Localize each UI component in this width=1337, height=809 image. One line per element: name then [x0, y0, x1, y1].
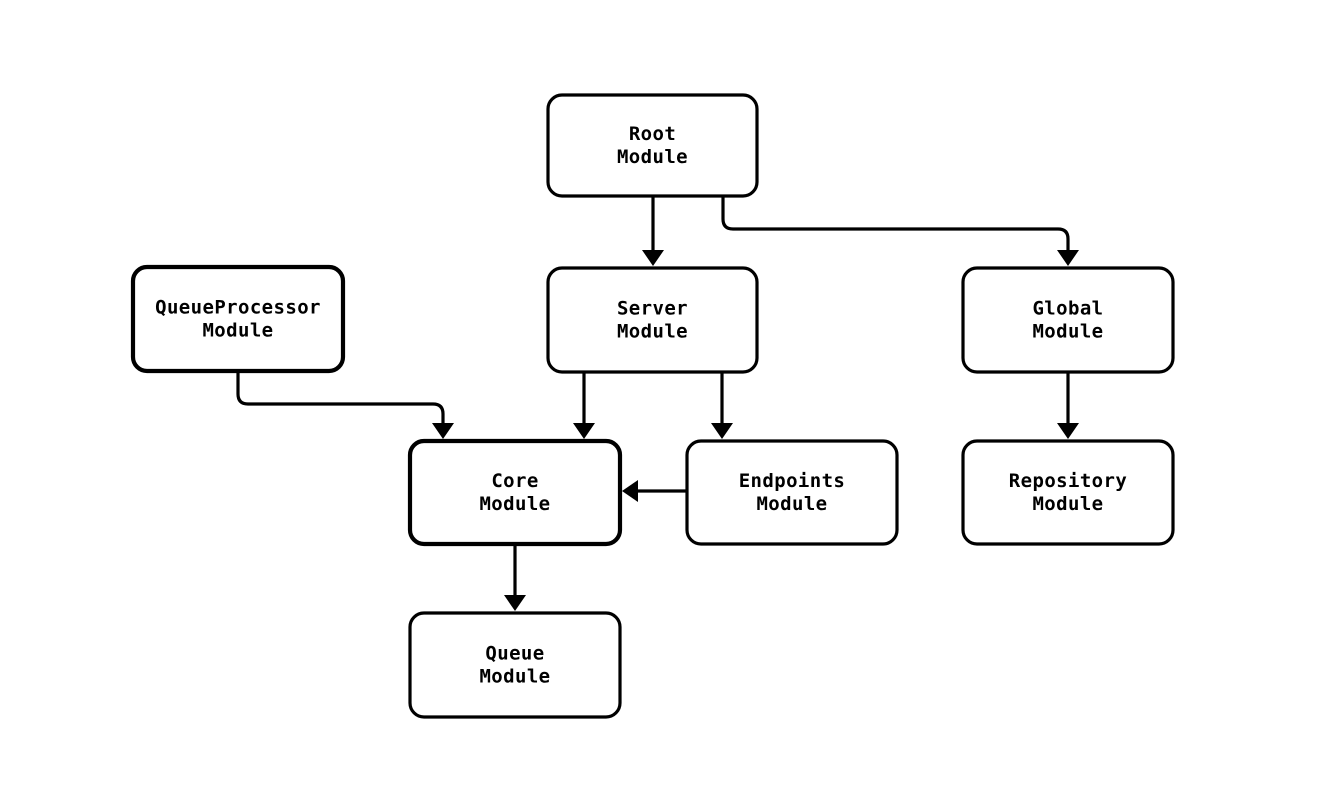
node-box[interactable]: [408, 611, 622, 719]
edge-root-to-global: [721, 196, 1079, 266]
arrow-head-icon: [642, 250, 664, 266]
node-label-line2: Module: [1032, 493, 1103, 515]
edge-endpoints-to-core: [622, 480, 687, 502]
arrow-head-icon: [1057, 423, 1079, 439]
node-box[interactable]: [546, 93, 759, 198]
edges-layer: [236, 196, 1079, 611]
node-box[interactable]: [130, 264, 346, 374]
node-box[interactable]: [407, 438, 623, 547]
node-box[interactable]: [685, 439, 899, 546]
node-label-line2: Module: [617, 321, 688, 343]
node-label-line1: Server: [617, 298, 688, 320]
node-box[interactable]: [961, 439, 1175, 546]
edge-core-to-queue: [504, 544, 526, 611]
node-label-line1: Endpoints: [739, 470, 846, 492]
node-label-line1: Repository: [1009, 470, 1127, 492]
node-label-line1: Root: [629, 123, 676, 145]
nodes-layer: RootModuleQueueProcessorModuleServerModu…: [130, 93, 1175, 719]
node-label-line2: Module: [1032, 321, 1103, 343]
edge-line: [721, 196, 1070, 252]
arrow-head-icon: [622, 480, 638, 502]
arrow-head-icon: [573, 423, 595, 439]
node-label-line1: Core: [491, 470, 538, 492]
edge-global-to-repository: [1057, 372, 1079, 439]
edge-queueprocessor-to-core: [236, 371, 454, 439]
edge-server-to-endpoints: [711, 372, 733, 439]
node-label-line2: Module: [617, 146, 688, 168]
node-box[interactable]: [546, 266, 759, 374]
arrow-head-icon: [432, 423, 454, 439]
node-label-line1: Queue: [485, 643, 544, 665]
arrow-head-icon: [711, 423, 733, 439]
node-label-line2: Module: [756, 493, 827, 515]
arrow-head-icon: [504, 595, 526, 611]
arrow-head-icon: [1057, 250, 1079, 266]
node-label-line2: Module: [479, 666, 550, 688]
node-label-line1: Global: [1032, 298, 1103, 320]
edge-line: [236, 371, 445, 425]
node-label-line2: Module: [479, 493, 550, 515]
edge-root-to-server: [642, 196, 664, 266]
node-label-line2: Module: [202, 320, 273, 342]
edge-server-to-core: [573, 372, 595, 439]
node-label-line1: QueueProcessor: [155, 297, 321, 319]
node-box[interactable]: [961, 266, 1175, 374]
